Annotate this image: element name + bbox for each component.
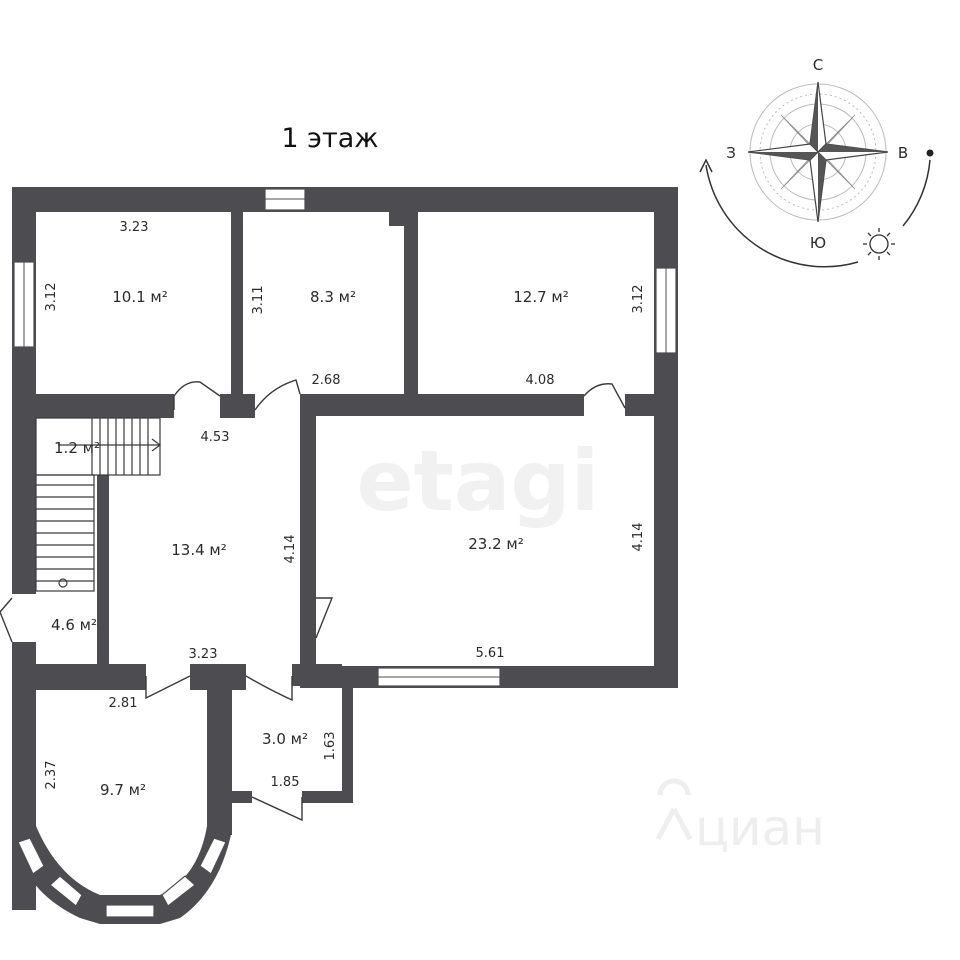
dimension-label: 3.12 — [44, 283, 59, 312]
dimension-label: 4.53 — [201, 430, 230, 445]
windows — [13, 188, 677, 687]
room-area-label: 8.3 м² — [310, 288, 356, 306]
room-area-label: 1.2 м² — [54, 439, 100, 457]
dimension-label: 3.12 — [631, 285, 646, 314]
dimension-label: 1.63 — [323, 732, 338, 761]
compass-south: Ю — [810, 234, 826, 252]
room-area-label: 3.0 м² — [262, 730, 308, 748]
dimension-label: 4.14 — [631, 523, 646, 552]
bay-wall — [12, 810, 232, 924]
sun-path-arc — [705, 164, 859, 268]
dimension-label: 3.23 — [120, 220, 149, 235]
doors — [0, 379, 626, 822]
staircase — [35, 417, 161, 592]
dimension-label: 2.68 — [312, 373, 341, 388]
room-area-label: 12.7 м² — [513, 288, 569, 306]
watermark-etagi: etagi — [357, 432, 600, 530]
dimension-label: 4.08 — [526, 373, 555, 388]
sunrise-dot-icon — [926, 149, 934, 157]
compass-east: В — [898, 144, 908, 162]
dimension-label: 3.23 — [189, 647, 218, 662]
room-area-label: 23.2 м² — [468, 535, 524, 553]
dimension-label: 5.61 — [476, 646, 505, 661]
compass-west: З — [726, 144, 736, 162]
dimension-label: 1.85 — [271, 775, 300, 790]
room-area-label: 4.6 м² — [51, 616, 97, 634]
dimension-label: 3.11 — [251, 286, 266, 315]
watermark-cian: циан — [695, 799, 825, 857]
room-area-label: 10.1 м² — [112, 288, 168, 306]
dimension-label: 4.14 — [283, 535, 298, 564]
arrow-icon — [699, 158, 713, 173]
room-area-label: 13.4 м² — [171, 541, 227, 559]
dimension-label: 2.81 — [109, 696, 138, 711]
room-area-label: 9.7 м² — [100, 781, 146, 799]
compass-rose: С Ю З В — [699, 56, 934, 268]
compass-north: С — [813, 56, 823, 74]
sun-icon — [863, 228, 895, 260]
room-labels: 10.1 м² 3.23 3.12 8.3 м² 3.11 2.68 12.7 … — [44, 220, 646, 799]
dimension-label: 2.37 — [44, 761, 59, 790]
floor-title: 1 этаж — [281, 123, 378, 154]
cian-logo — [655, 778, 693, 841]
